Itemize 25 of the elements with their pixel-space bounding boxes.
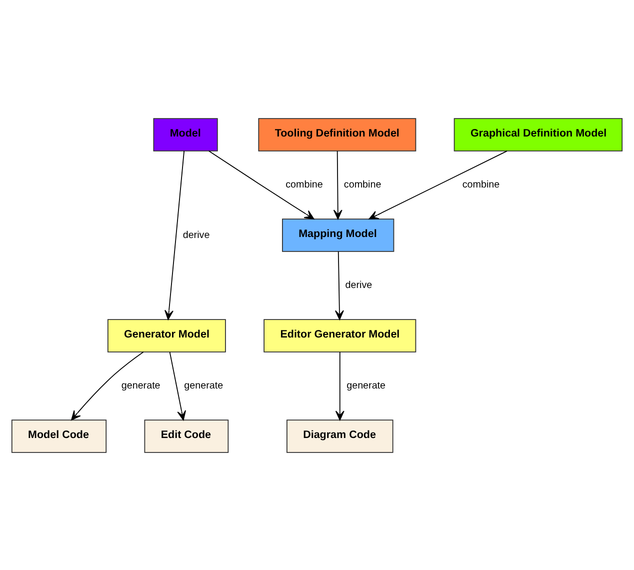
edge-label: generate <box>121 380 160 392</box>
node-box: Edit Code <box>144 419 229 452</box>
node-box: Model Code <box>11 419 107 452</box>
node-box: Tooling Definition Model <box>258 118 416 151</box>
node-box: Diagram Code <box>286 419 394 452</box>
edge-label: combine <box>462 179 500 190</box>
node-box: Mapping Model <box>282 218 394 252</box>
arrow <box>169 351 186 420</box>
node-box: Generator Model <box>107 318 226 352</box>
edge-label: generate <box>184 380 224 392</box>
arrow <box>71 351 144 420</box>
edge-label: derive <box>345 280 372 291</box>
node-box: Editor Generator Model <box>264 318 416 352</box>
edge-label: derive <box>182 229 210 240</box>
arrow <box>334 250 344 320</box>
arrow <box>333 150 342 219</box>
arrow <box>335 351 344 420</box>
arrow <box>368 150 508 219</box>
arrow <box>208 150 314 219</box>
edge-label: combine <box>344 179 382 190</box>
arrow <box>164 150 185 320</box>
edge-label: generate <box>346 380 386 392</box>
edge-label: combine <box>286 179 323 190</box>
node-box: Model <box>153 118 218 151</box>
node-box: Graphical Definition Model <box>454 118 623 151</box>
